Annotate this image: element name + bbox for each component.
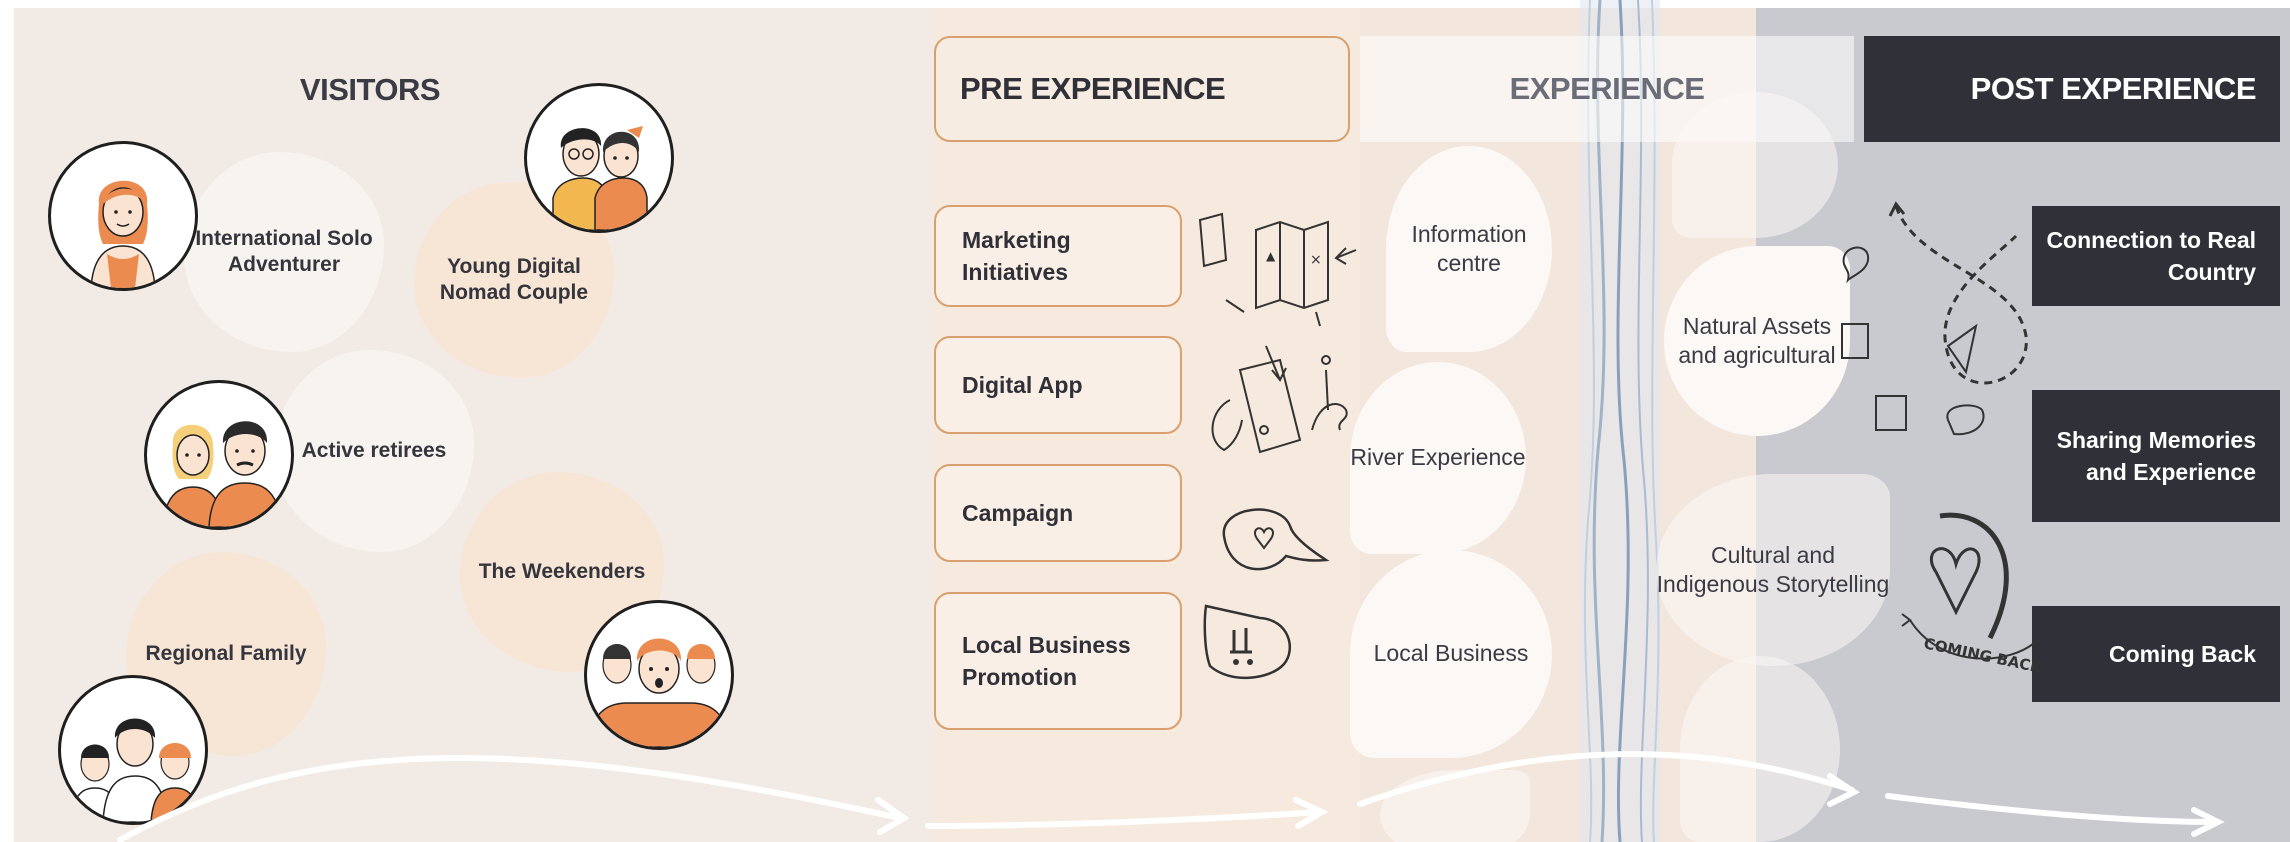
- weekenders-avatar: [584, 600, 734, 750]
- post-sharing-memories-experience: Sharing Memories and Experience: [2032, 390, 2280, 522]
- map-sketch-icon: ▲ ×: [1198, 212, 1357, 327]
- business-speech-bubble-sketch-icon: [1203, 604, 1292, 679]
- pre-local-business-promotion: Local Business Promotion: [934, 592, 1182, 730]
- post-coming-back: Coming Back: [2032, 606, 2280, 702]
- sharing-loop-sketch-icon: [1841, 201, 2028, 436]
- exp-river-experience: River Experience: [1350, 362, 1526, 554]
- visitor-young-digital-nomad-couple: Young Digital Nomad Couple: [414, 182, 614, 378]
- pre-experience-header: PRE EXPERIENCE: [934, 36, 1350, 142]
- digital-nomad-couple-avatar: [524, 83, 674, 233]
- pre-marketing-initiatives: Marketing Initiatives: [934, 205, 1182, 307]
- post-connection-to-real-country: Connection to Real Country: [2032, 206, 2280, 306]
- coming-back-sketch-text: COMING BACK: [1922, 634, 2044, 677]
- svg-text:▲: ▲: [1266, 249, 1276, 263]
- solo-adventurer-avatar: [48, 141, 198, 291]
- svg-text:×: ×: [1310, 252, 1322, 268]
- pre-campaign: Campaign: [934, 464, 1182, 562]
- exp-information-centre: Information centre: [1386, 146, 1552, 352]
- visitors-header: VISITORS: [299, 72, 441, 107]
- heart-speech-bubble-sketch-icon: [1222, 508, 1330, 571]
- visitor-international-solo-adventurer: International Solo Adventurer: [184, 152, 384, 352]
- post-experience-header: POST EXPERIENCE: [1864, 36, 2280, 142]
- pre-digital-app: Digital App: [934, 336, 1182, 434]
- exp-natural-assets-agricultural: Natural Assets and agricultural: [1664, 246, 1850, 436]
- exp-local-business: Local Business: [1350, 550, 1552, 758]
- decorative-drop: [1680, 656, 1840, 842]
- visitor-active-retirees: Active retirees: [274, 350, 474, 552]
- phone-info-sketch-icon: [1211, 345, 1348, 454]
- decorative-drop: [1672, 92, 1838, 238]
- regional-family-avatar: [58, 675, 208, 825]
- active-retirees-avatar: [144, 380, 294, 530]
- exp-cultural-indigenous-storytelling: Cultural and Indigenous Storytelling: [1656, 474, 1890, 666]
- coming-back-heart-sketch-icon: COMING BACK: [1901, 512, 2045, 677]
